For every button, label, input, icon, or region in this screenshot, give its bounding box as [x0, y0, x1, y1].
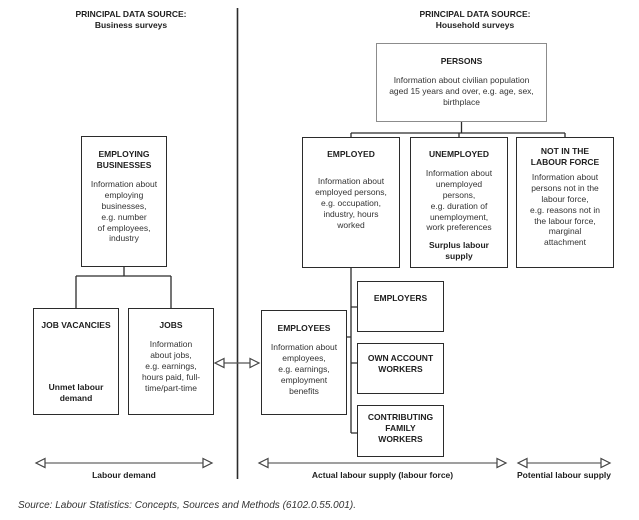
- jobs-employees-arrow: [213, 357, 261, 369]
- unemployed-title: UNEMPLOYED: [429, 149, 489, 159]
- own-account-workers-title: OWN ACCOUNT WORKERS: [367, 353, 434, 375]
- household-surveys-header: PRINCIPAL DATA SOURCE: Household surveys: [390, 9, 560, 30]
- employing-businesses-body: Information about employing businesses, …: [90, 179, 158, 244]
- not-in-labour-force-title: NOT IN THE LABOUR FORCE: [530, 146, 600, 168]
- contributing-family-workers-box: CONTRIBUTING FAMILY WORKERS: [357, 405, 444, 457]
- jobs-body: Information about jobs, e.g. earnings, h…: [141, 339, 201, 393]
- employed-status-spine: [347, 268, 357, 434]
- header-line: PRINCIPAL DATA SOURCE:: [419, 9, 531, 19]
- employing-businesses-title: EMPLOYING BUSINESSES: [96, 149, 152, 171]
- employed-box: EMPLOYED Information about employed pers…: [302, 137, 400, 268]
- employing-tree-connector: [75, 267, 172, 308]
- employees-body: Information about employees, e.g. earnin…: [270, 342, 338, 396]
- employers-title: EMPLOYERS: [373, 293, 428, 303]
- labour-demand-arrow: [34, 457, 214, 469]
- contributing-family-workers-title: CONTRIBUTING FAMILY WORKERS: [367, 412, 434, 445]
- not-in-labour-force-body: Information about persons not in the lab…: [530, 172, 600, 248]
- persons-title: PERSONS: [440, 56, 483, 66]
- business-surveys-header: PRINCIPAL DATA SOURCE: Business surveys: [46, 9, 216, 30]
- potential-labour-supply-arrow: [516, 457, 612, 469]
- header-line: Business surveys: [94, 19, 168, 30]
- jobs-title: JOBS: [159, 320, 183, 330]
- employed-body: Information about employed persons, e.g.…: [315, 176, 387, 230]
- persons-tree-connector: [350, 122, 566, 137]
- not-in-labour-force-box: NOT IN THE LABOUR FORCE Information abou…: [516, 137, 614, 268]
- employees-title: EMPLOYEES: [277, 323, 331, 333]
- persons-box: PERSONS Information about civilian popul…: [376, 43, 547, 122]
- employing-businesses-box: EMPLOYING BUSINESSES Information about e…: [81, 136, 167, 267]
- employers-box: EMPLOYERS: [357, 281, 444, 332]
- own-account-workers-box: OWN ACCOUNT WORKERS: [357, 343, 444, 394]
- jobs-box: JOBS Information about jobs, e.g. earnin…: [128, 308, 214, 415]
- actual-labour-supply-arrow: [257, 457, 508, 469]
- employees-box: EMPLOYEES Information about employees, e…: [261, 310, 347, 415]
- job-vacancies-footer: Unmet labour demand: [48, 381, 104, 403]
- source-note: Source: Labour Statistics: Concepts, Sou…: [18, 500, 356, 511]
- persons-body: Information about civilian population ag…: [389, 75, 534, 107]
- unemployed-body: Information about unemployed persons, e.…: [425, 168, 493, 233]
- employed-title: EMPLOYED: [327, 149, 375, 159]
- header-line: Household surveys: [435, 19, 515, 30]
- unemployed-box: UNEMPLOYED Information about unemployed …: [410, 137, 508, 268]
- unemployed-footer: Surplus labour supply: [429, 240, 489, 262]
- job-vacancies-box: JOB VACANCIES Unmet labour demand: [33, 308, 119, 415]
- actual-labour-supply-label: Actual labour supply (labour force): [311, 470, 454, 480]
- header-line: PRINCIPAL DATA SOURCE:: [75, 9, 187, 19]
- job-vacancies-title: JOB VACANCIES: [41, 320, 111, 330]
- potential-labour-supply-label: Potential labour supply: [517, 470, 611, 480]
- labour-demand-label: Labour demand: [92, 470, 156, 480]
